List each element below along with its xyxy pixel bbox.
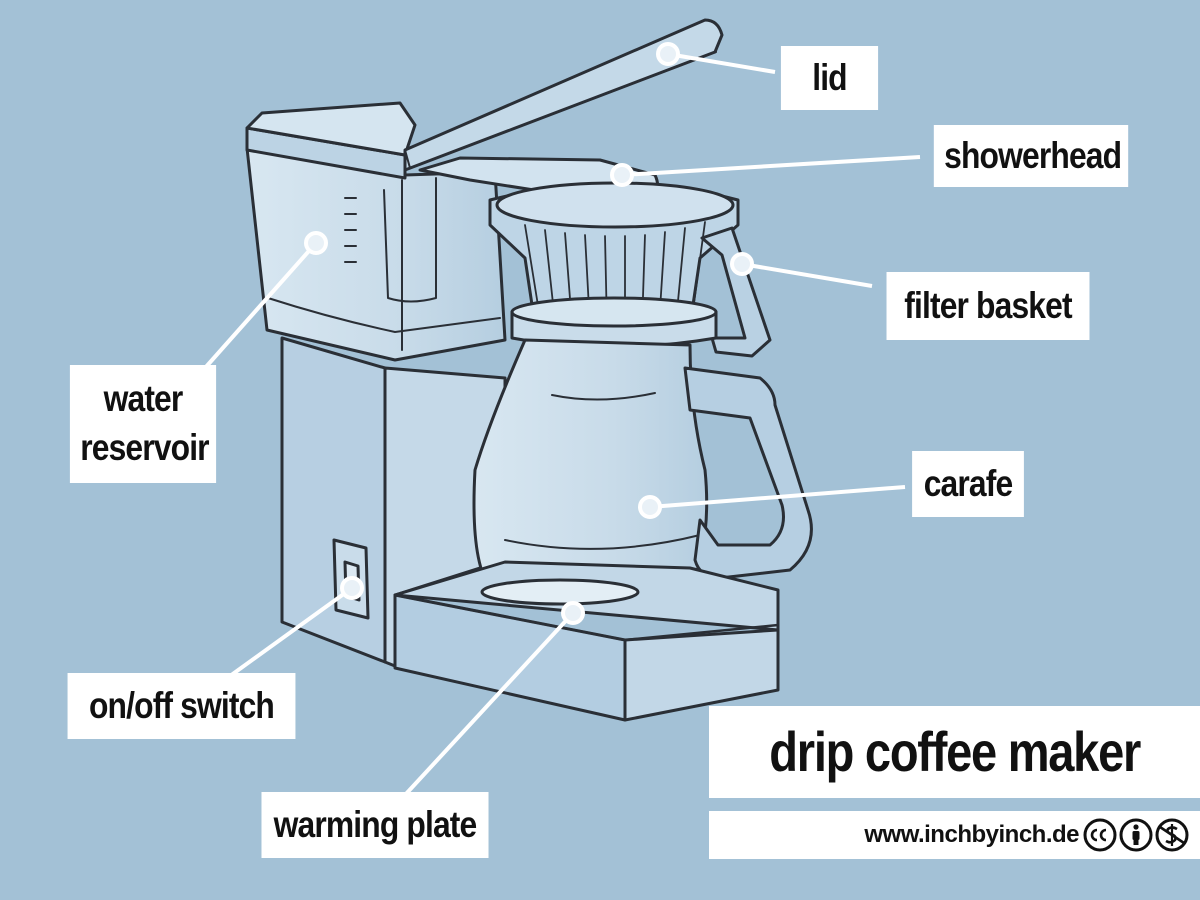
machine-body	[280, 336, 387, 664]
label-water-reservoir-line2: reservoir	[80, 427, 209, 468]
label-carafe-text: carafe	[923, 463, 1013, 504]
label-water-reservoir-line1: water	[103, 378, 184, 419]
label-carafe: carafe	[912, 451, 1024, 517]
cc-icon	[1083, 818, 1117, 852]
label-filter-basket: filter basket	[886, 272, 1090, 340]
title-box: drip coffee maker	[709, 706, 1200, 798]
label-lid-text: lid	[812, 57, 847, 98]
label-warming-plate: warming plate	[261, 792, 489, 858]
website-link[interactable]: www.inchbyinch.de	[864, 821, 1079, 848]
footer-bar: www.inchbyinch.de	[709, 811, 1200, 859]
label-lid: lid	[780, 46, 879, 110]
lid-shape	[403, 18, 724, 172]
leader-dots	[304, 42, 754, 625]
label-on-off-switch-text: on/off switch	[88, 685, 275, 726]
diagram-title: drip coffee maker	[769, 720, 1141, 783]
base-plate	[393, 560, 780, 722]
noncommercial-icon	[1155, 818, 1189, 852]
attribution-icon	[1119, 818, 1153, 852]
label-warming-plate-text: warming plate	[273, 804, 478, 845]
label-water-reservoir: water reservoir	[69, 365, 217, 483]
label-filter-basket-text: filter basket	[904, 285, 1072, 326]
warming-plate-disc	[480, 578, 640, 606]
label-on-off-switch: on/off switch	[67, 673, 296, 739]
license-icons	[1083, 818, 1189, 852]
leader-lines	[203, 52, 921, 797]
label-showerhead: showerhead	[933, 125, 1129, 187]
label-showerhead-text: showerhead	[944, 135, 1122, 176]
